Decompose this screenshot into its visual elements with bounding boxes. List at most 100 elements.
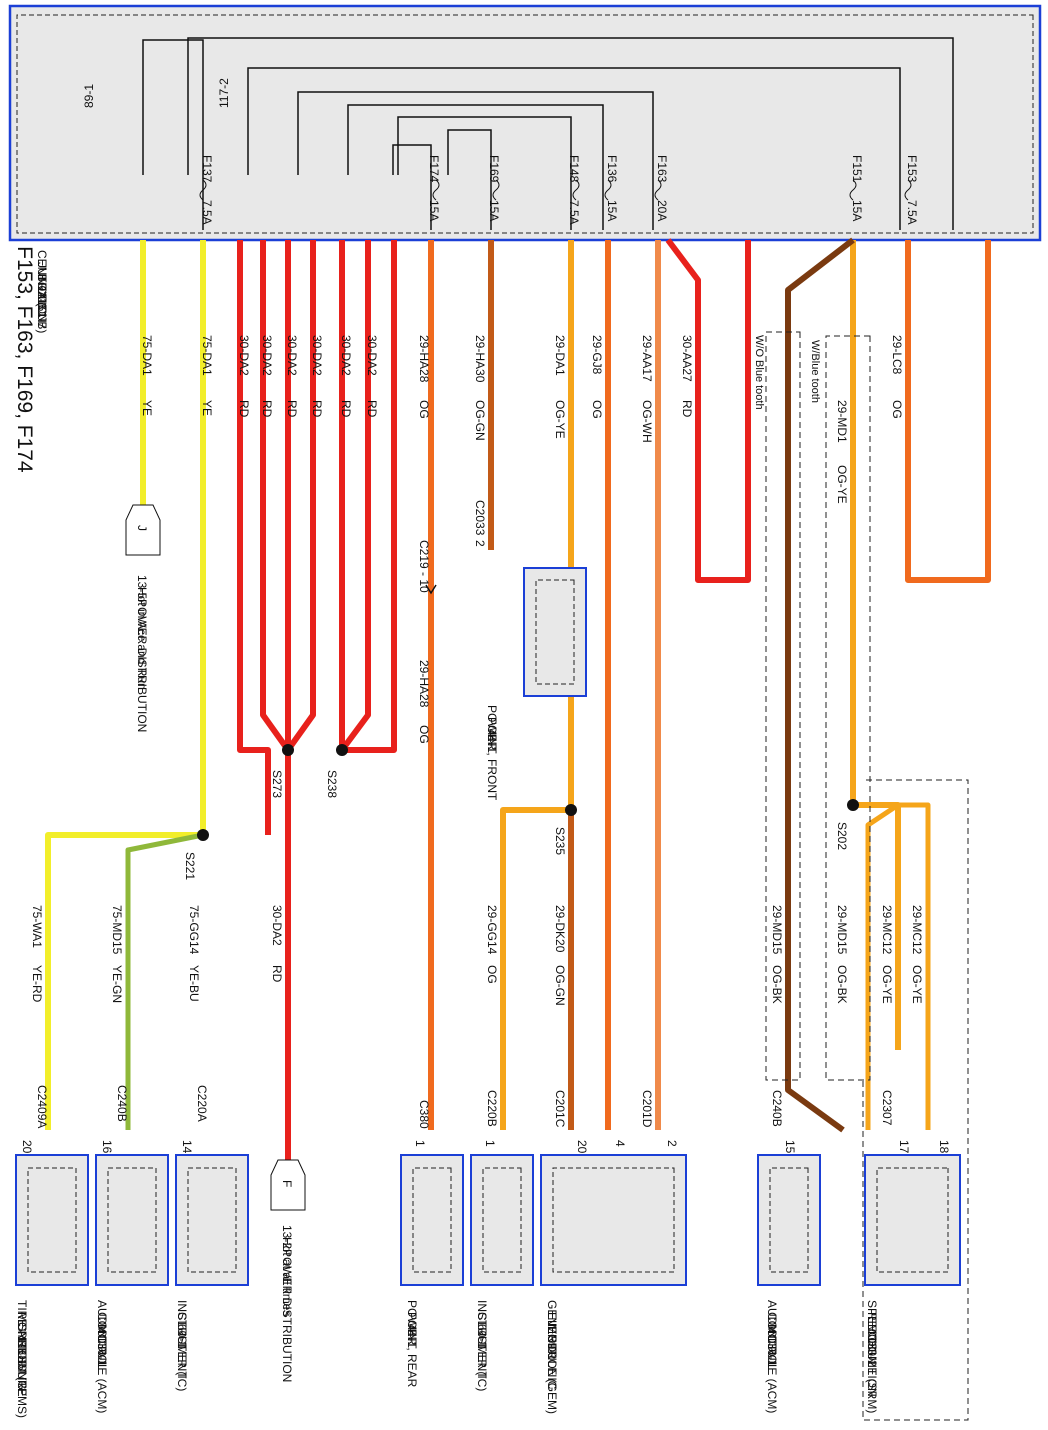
fuse-group: F153 7.5A F151 15A F163 20A F136 15A F14… [199,155,919,225]
wire-label: 29-MD15 [835,905,849,955]
module-pin: 1 [413,1140,427,1147]
fuse-label: F136 [605,155,619,183]
wire-label: 29-HA30 [473,335,487,383]
wire-label: OG-YE [910,965,924,1004]
fuse-rating: 15A [850,200,864,221]
fuse-rating: 7.5A [905,200,919,225]
terminal-ref: 13-5 [135,575,149,599]
splice-label: S238 [325,770,339,798]
module-label: MODULE (GEM) [545,1324,559,1414]
wire-label: 29-AA17 [640,335,654,382]
wire-75-DA1-b [45,240,206,1130]
wire-label: RD [365,400,379,418]
cjb-name-2: JUNCTION [35,262,49,323]
fuse-f136: F136 15A [604,155,619,221]
module-label: GENERIC [545,1300,559,1355]
terminal-letter: J [135,525,149,531]
module-inner [535,579,575,685]
module-connector: C380 [417,1100,431,1129]
wire-label: OG-YE [553,400,567,439]
module-inner [482,1167,522,1273]
module-label: INSTRUMENT [175,1300,189,1379]
module-label: SYSTEM (TPMS) [15,1324,29,1418]
cjb-name-3: BOX (CJB) [35,274,49,333]
module-inner [27,1167,77,1273]
module-label: POINT, REAR [405,1312,419,1388]
wire-label: 75-WA1 [30,905,44,948]
module-label: CONTROL [765,1312,779,1371]
terminal-line: Hot at all times [280,1237,294,1316]
wire-29-MC12-b [853,802,931,1130]
module-label: 130-1 [765,1336,779,1367]
wire-label: 75-DA1 [200,335,214,376]
fuse-label: F169 [487,155,501,183]
wire-label: YE-RD [30,965,44,1003]
fuse-f151: F151 15A [849,155,864,221]
module-pin: 18 [937,1140,951,1154]
connector-c219: C219 - 10 [417,540,431,593]
splices: S238 S273 S221 S235 S202 [183,744,859,880]
wire-label: 29-HA28 [417,660,431,708]
module-inner [876,1167,949,1273]
module-connector: C220B [485,1090,499,1127]
module-box [757,1154,821,1286]
fuse-label: F174 [427,155,441,183]
module-pin: 2 [665,1140,679,1147]
module-connector: C240B [770,1090,784,1127]
wire-label: 29-MD15 [770,905,784,955]
wire-label: OG [890,400,904,419]
module-srm: C2307 17 18 SPEECH RECOGNITION MODULE (S… [864,1090,961,1413]
cjb-internal-bus [142,37,954,230]
wire-label: RD [237,400,251,418]
module-box [175,1154,249,1286]
wire-label: OG-BK [835,965,849,1004]
wire-30-DA2-4 [285,240,316,752]
wo-bluetooth-box [765,331,801,1081]
module-inner [107,1167,157,1273]
module-connector: C2307 [880,1090,894,1126]
module-label: POWER [405,1300,419,1346]
module-connector: C201D [640,1090,654,1128]
splice-s235 [565,804,577,816]
wire-label: OG-YE [880,965,894,1004]
module-gem: C201C C201D 20 4 2 GENERIC ELECTRONIC MO… [540,1090,687,1414]
module-label: RECOGNITION [865,1312,879,1397]
wire-label: OG-WH [640,400,654,443]
wire-label: 30-DA2 [285,335,299,376]
wire-label: YE-BU [187,965,201,1002]
fuse-rating: 15A [427,200,441,221]
module-power-point-front [523,567,587,697]
module-label: 130-2 [865,1336,879,1367]
module-acm-2: C240B 15 AUDIO CONTROL MODULE (ACM) 130-… [757,1090,821,1413]
module-label: POINT, FRONT [485,717,499,801]
fuse-label: F153 [905,155,919,183]
wire-label: 29-LC8 [890,335,904,375]
wire-label: 75-DA1 [140,335,154,376]
wire-label: OG-GN [553,965,567,1006]
wire-label: 29-GG14 [485,905,499,955]
module-label: SPEECH [865,1300,879,1349]
module-ic-2: C220B 1 INSTRUMENT CLUSTER (IC) 60-1 [470,1090,534,1391]
srm-outer-box [862,779,969,1421]
wire-label: 75-MD15 [110,905,124,955]
fuse-label: F148 [567,155,581,183]
terminal-line: POWER DISTRIBUTION [280,1249,294,1382]
module-box [400,1154,464,1286]
wire-29-DA1 [500,240,574,1130]
wire-label: 30-DA2 [365,335,379,376]
wo-bluetooth-label: W/O Blue tooth [753,335,765,410]
wire-label: YE [140,400,154,416]
wire-label: 30-AA27 [680,335,694,382]
module-connector: C240B [115,1085,129,1122]
splice-label: S273 [270,770,284,798]
terminal-letter: F [280,1180,294,1187]
wire-label: OG-YE [835,465,849,504]
module-inner [769,1167,809,1273]
module-label: 130-1 [95,1336,109,1367]
wire-29-LC8 [905,240,991,583]
splice-label: S235 [553,827,567,855]
module-label: 60-1 [475,1324,489,1348]
